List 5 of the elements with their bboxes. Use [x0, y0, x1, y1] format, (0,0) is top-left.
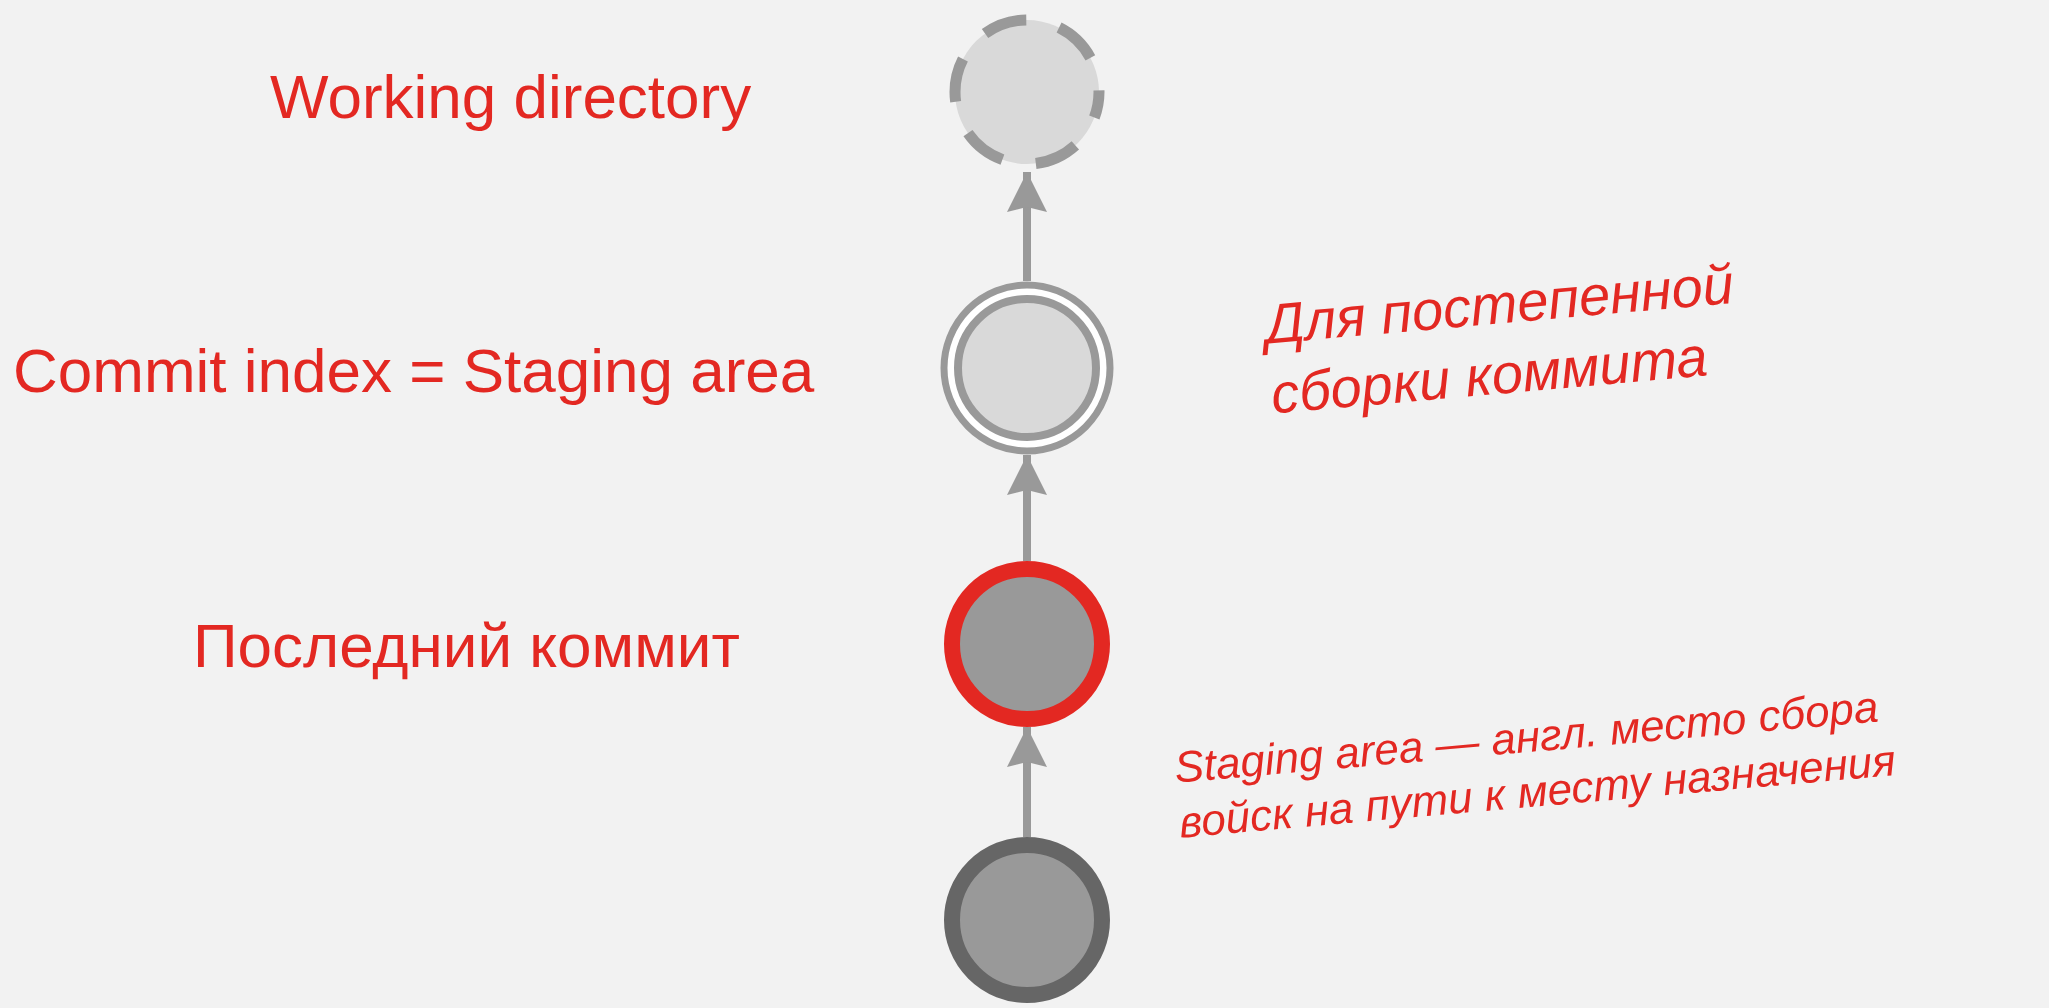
note-text: Последний коммит: [193, 610, 740, 682]
note-text: Для постепенной сборки коммита: [1262, 251, 1738, 428]
note-text: Staging area — англ. место сбора войск на пути к месту назначения: [1172, 680, 1899, 849]
note-text: Commit index = Staging area: [13, 335, 815, 407]
note-text: Working directory: [270, 61, 752, 133]
